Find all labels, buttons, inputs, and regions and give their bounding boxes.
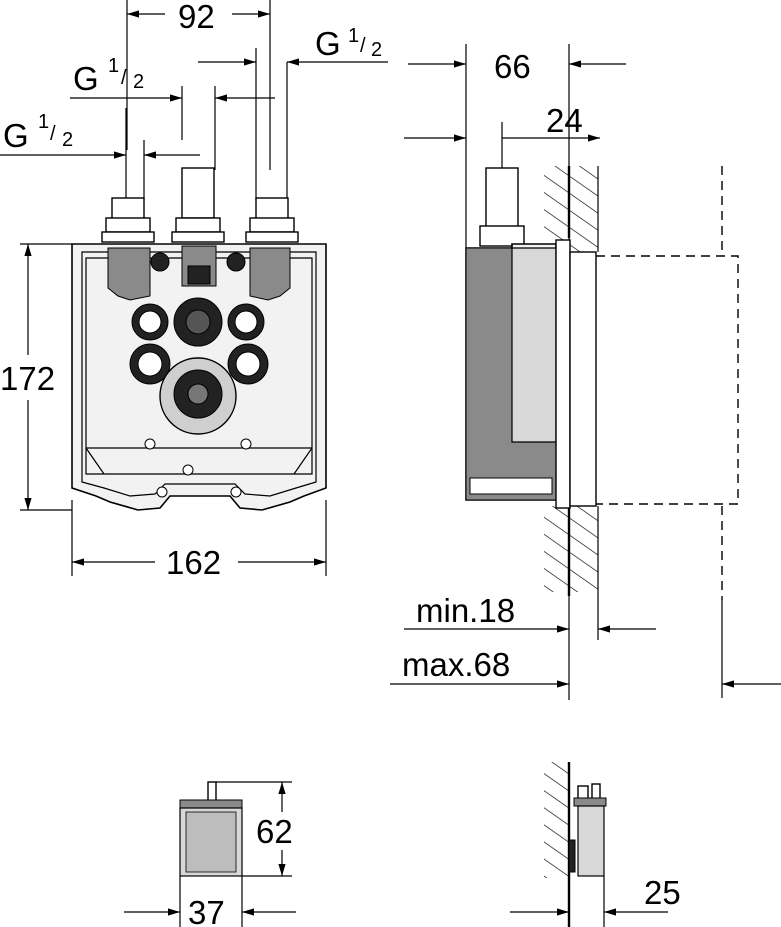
dimension-66-label: 66 (494, 48, 531, 85)
dimension-24: 24 (404, 102, 600, 168)
thread-label-middle-num: 1 (108, 55, 119, 77)
thread-label-left-den: 2 (62, 129, 73, 151)
dimension-max68: max.68 (390, 600, 781, 698)
thread-label-right-num: 1 (348, 25, 359, 47)
thread-label-right-g: G (315, 25, 341, 62)
dimension-92: 92 (126, 0, 271, 170)
thread-label-left-g: G (3, 117, 29, 154)
thread-label-left-num: 1 (38, 111, 49, 133)
thread-label-middle: G 1 / 2 (70, 55, 275, 170)
dimension-162-label: 162 (166, 544, 221, 581)
dimension-min18: min.18 (404, 592, 656, 700)
dimension-25-label: 25 (644, 874, 681, 911)
dimension-162: 162 (71, 500, 327, 581)
dimension-37: 37 (124, 876, 296, 927)
side-box (465, 166, 739, 600)
dimension-37-label: 37 (188, 894, 225, 927)
dimension-min18-label: min.18 (416, 592, 515, 629)
front-view: 92 G 1 / 2 G 1 / 2 (0, 0, 388, 581)
dimension-24-label: 24 (546, 102, 583, 139)
dimension-92-label: 92 (178, 0, 215, 35)
dimension-max68-label: max.68 (402, 646, 510, 683)
thread-label-middle-slash: / (121, 67, 127, 89)
thread-label-left-slash: / (50, 123, 56, 145)
front-internals (107, 245, 291, 498)
side-view: 66 24 (390, 44, 781, 700)
module-front-view: 62 37 (124, 781, 296, 927)
dimension-172-label: 172 (0, 360, 55, 397)
thread-label-middle-den: 2 (133, 71, 144, 93)
dimension-25: 25 (510, 874, 681, 927)
top-fittings (101, 167, 299, 243)
thread-label-right-slash: / (360, 35, 366, 57)
thread-label-middle-g: G (73, 60, 99, 97)
thread-label-left: G 1 / 2 (0, 108, 200, 200)
module-side-view: 25 (510, 762, 681, 927)
thread-label-right: G 1 / 2 (198, 25, 388, 200)
dimension-62-label: 62 (256, 813, 293, 850)
dimension-172: 172 (0, 243, 72, 511)
thread-label-right-den: 2 (371, 39, 382, 61)
dimension-62: 62 (216, 781, 293, 877)
wall-section (544, 166, 599, 596)
